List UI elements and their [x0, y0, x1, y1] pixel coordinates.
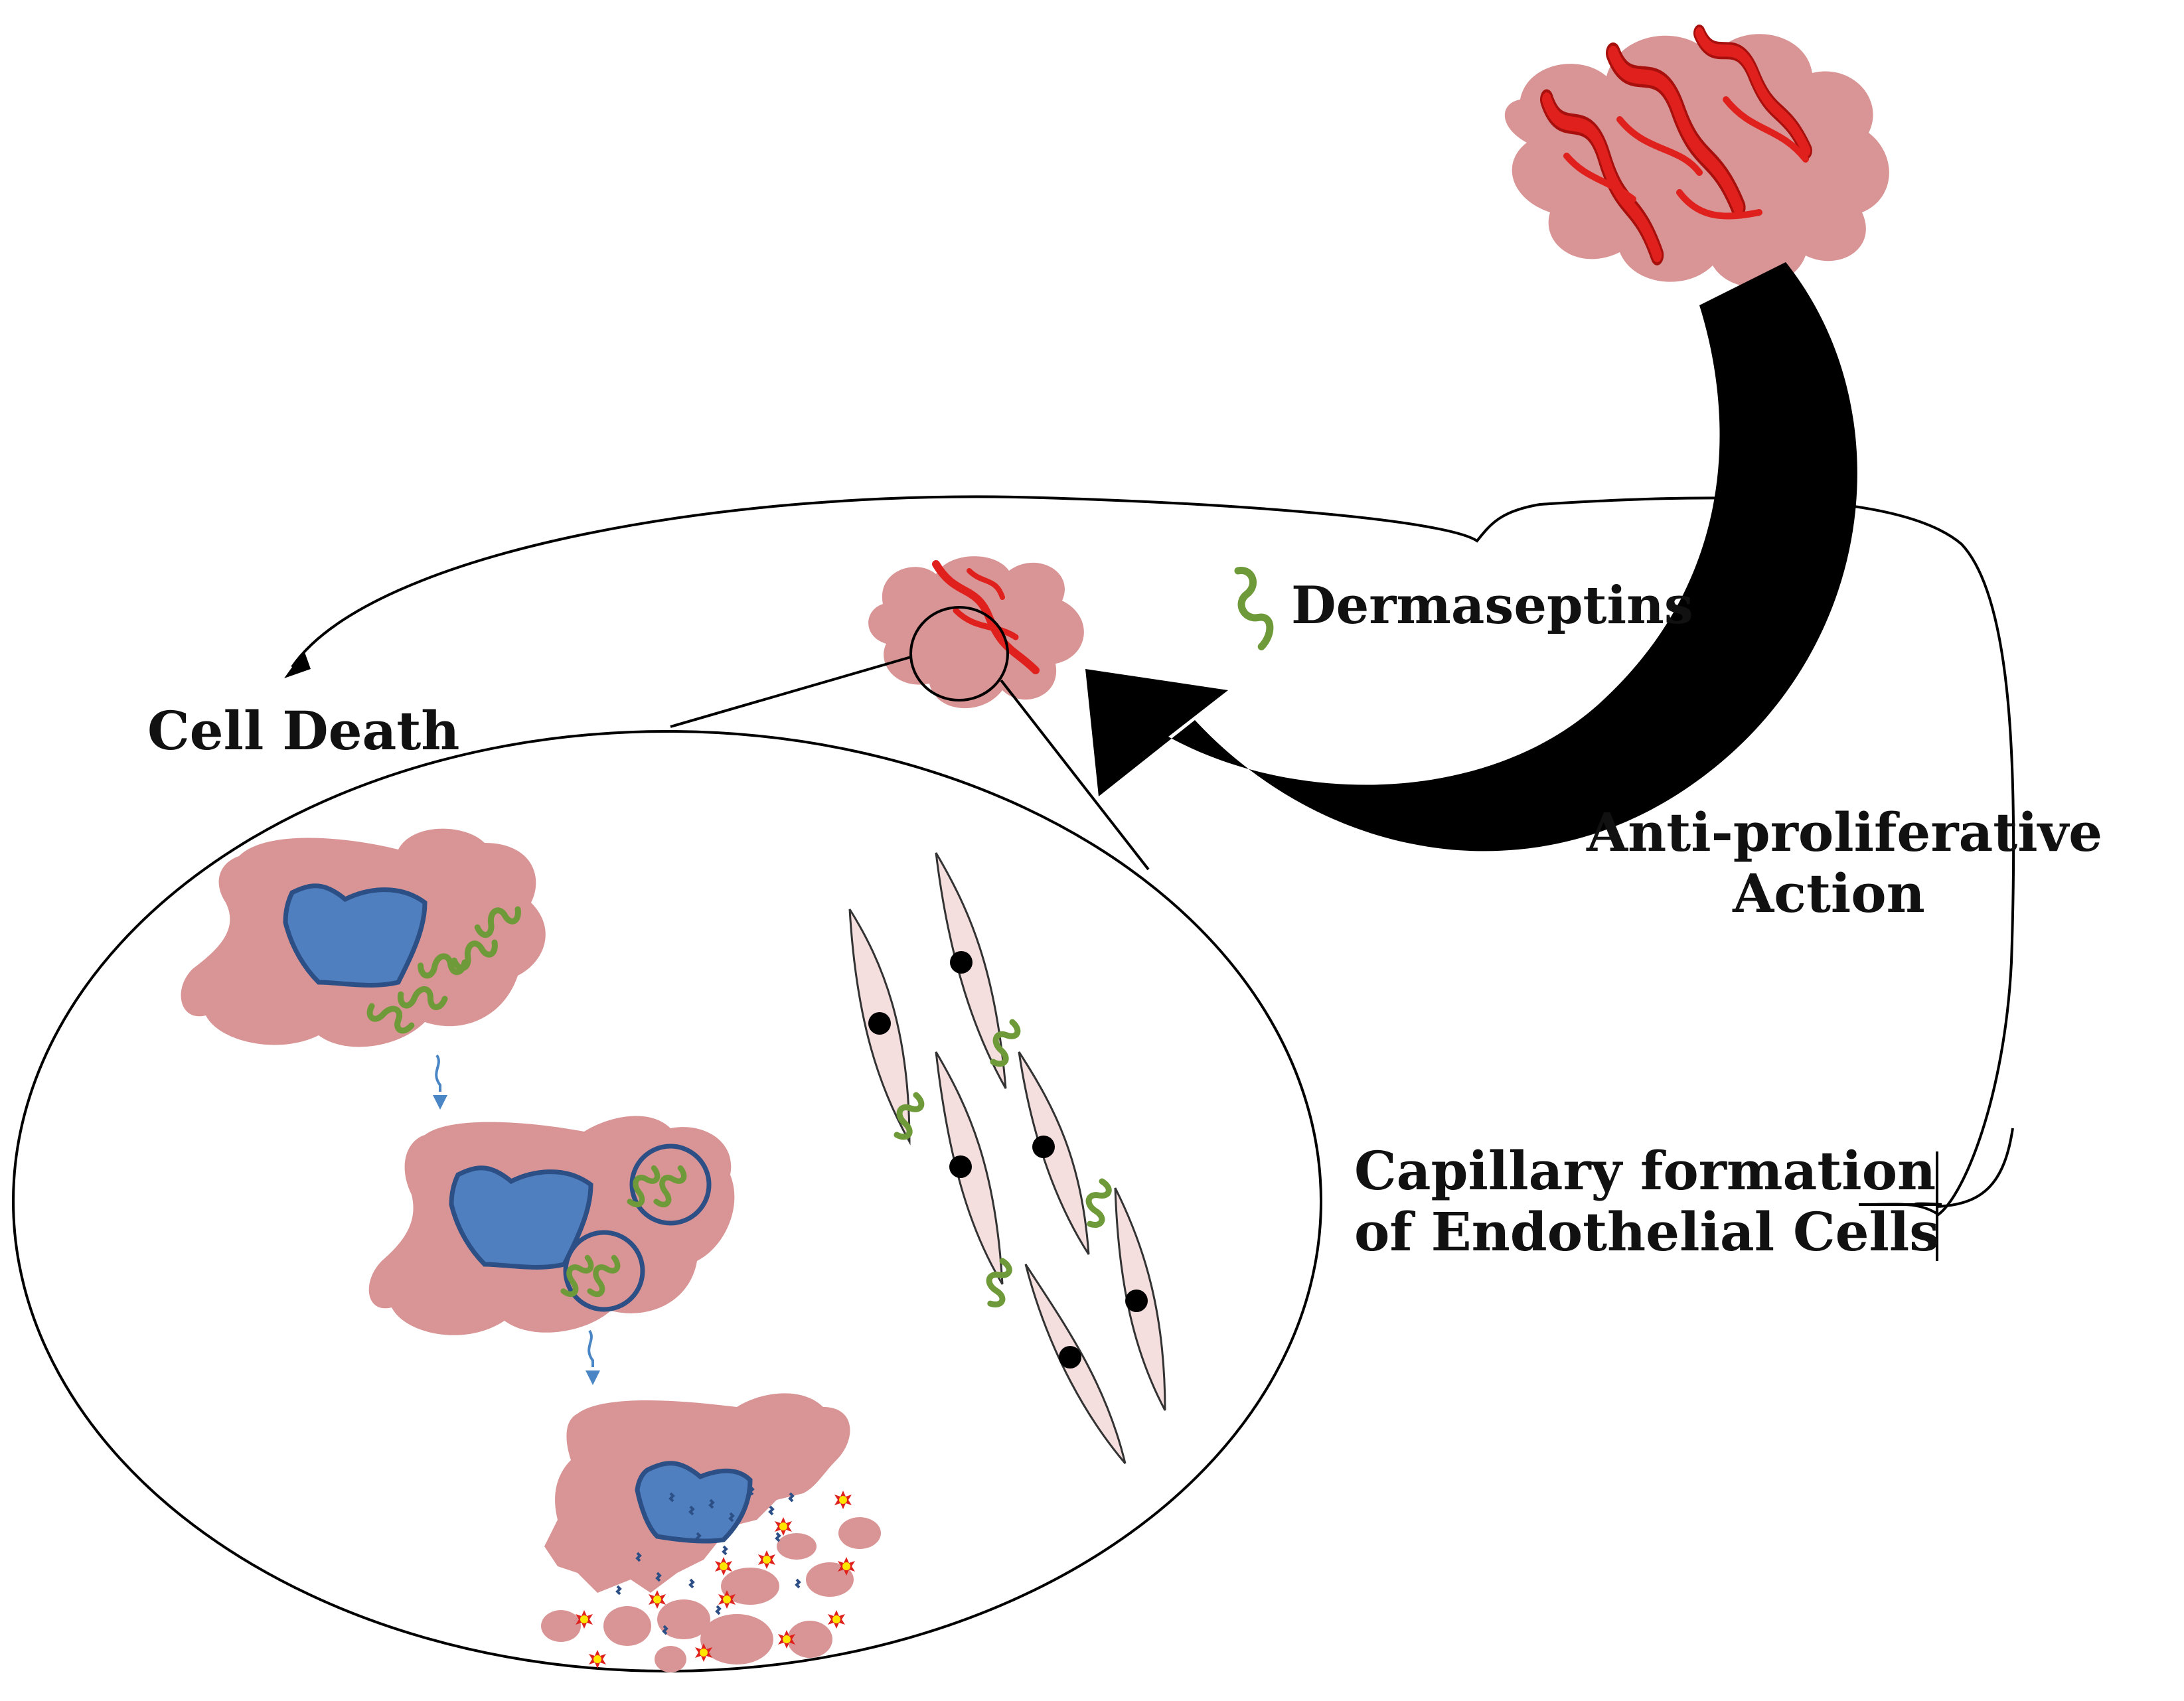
anti-proliferative-line-1: Anti-proliferative: [1587, 801, 2103, 863]
endothelial-cell-icon: [1018, 1051, 1090, 1255]
dermaseptin-peptide-icon: [1234, 567, 1274, 650]
vesicle-icon: [629, 1144, 712, 1226]
zoom-line-right: [1000, 679, 1150, 871]
endothelial-cell-icon: [1024, 1264, 1127, 1464]
zoom-line-left: [670, 656, 911, 728]
treatment-arrow: [1085, 262, 1857, 851]
dermaseptins-label: Dermaseptins: [1291, 575, 1693, 636]
capillary-formation-label: Capillary formation of Endothelial Cells: [1354, 1140, 1940, 1263]
cell-death-label: Cell Death: [147, 700, 460, 762]
feedback-curve: [291, 495, 2015, 1217]
nucleus-icon: [635, 1461, 753, 1544]
vesicle-icon: [563, 1230, 645, 1312]
blood-vessel-icon: [1533, 33, 1812, 255]
endothelial-cell-icon: [848, 909, 911, 1146]
inhibition-connector: [1936, 1128, 2014, 1208]
cancer-cell-stage-1: [181, 828, 546, 1047]
anti-proliferative-label: Anti-proliferative Action: [1587, 801, 2103, 924]
small-tumor-icon: [868, 556, 1084, 709]
cancer-cell-stage-2: [368, 1116, 735, 1335]
anti-proliferative-line-2: Action: [1733, 862, 1925, 924]
capillary-line-1: Capillary formation: [1354, 1140, 1936, 1202]
large-tumor-icon: [1504, 33, 1889, 287]
capillary-line-2: of Endothelial Cells: [1354, 1201, 1940, 1263]
endothelial-cell-icon: [935, 852, 1007, 1089]
zoom-circle: [909, 606, 1009, 702]
endothelial-cell-icon: [1114, 1187, 1166, 1411]
cancer-cell-stage-3: [541, 1393, 881, 1672]
feedback-arrowhead: [284, 650, 311, 678]
flow-arrow-2: [587, 1329, 594, 1367]
endothelial-cell-icon: [935, 1051, 1004, 1285]
nucleus-icon: [283, 883, 428, 988]
endothelial-cells: [848, 852, 1166, 1464]
flow-arrow-1: [435, 1054, 441, 1092]
